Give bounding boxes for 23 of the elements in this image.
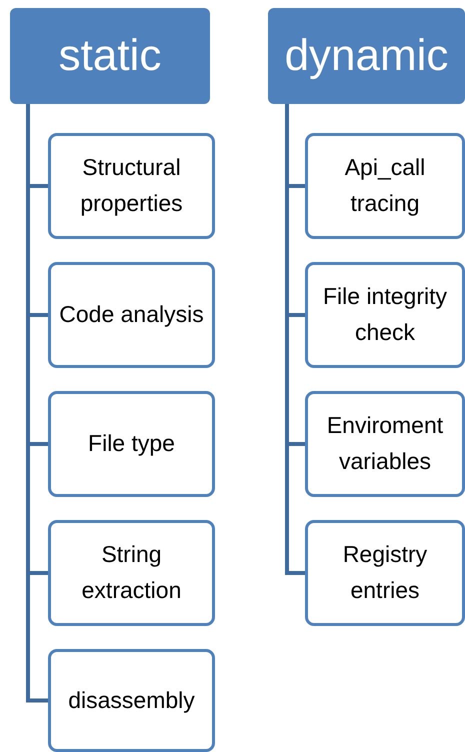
item-label: disassembly — [68, 686, 195, 715]
category-header-box — [10, 8, 210, 104]
connector-line — [285, 104, 305, 575]
item-label: File type — [88, 429, 175, 458]
item-box — [48, 262, 215, 368]
item-box — [305, 520, 465, 626]
item-label: Api_call tracing — [344, 153, 426, 218]
category-title: static — [58, 31, 162, 81]
item-box — [48, 520, 215, 626]
item-box — [48, 649, 215, 752]
item-box — [305, 262, 465, 368]
category-header-box — [268, 8, 465, 104]
item-label: Structural properties — [79, 153, 184, 218]
item-box — [305, 133, 465, 239]
item-label: Registry entries — [342, 540, 428, 605]
category-title: dynamic — [284, 31, 448, 81]
item-box — [48, 133, 215, 239]
item-label: String extraction — [80, 540, 182, 605]
item-box — [48, 391, 215, 497]
item-box — [305, 391, 465, 497]
item-label: File integrity check — [322, 282, 448, 347]
item-label: Code analysis — [59, 300, 204, 330]
item-label: Enviroment variables — [326, 411, 444, 476]
